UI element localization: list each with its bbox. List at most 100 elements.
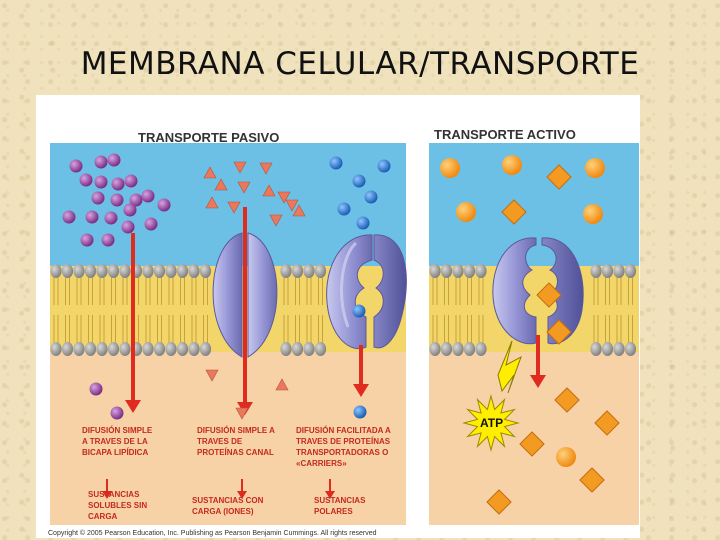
lipid-head — [463, 264, 476, 278]
active-transport-diamond — [546, 319, 572, 345]
arrows — [102, 207, 546, 499]
label-simple-diffusion-channel: DIFUSIÓN SIMPLE A TRAVES DE PROTEÍNAS CA… — [197, 426, 277, 457]
polar-molecule — [364, 190, 378, 204]
label-simple-diffusion-bilayer: DIFUSIÓN SIMPLE A TRAVES DE LA BICAPA LI… — [82, 426, 154, 457]
ion-molecule — [237, 181, 251, 194]
active-transport-diamond — [501, 199, 527, 225]
active-transport-diamond — [536, 282, 562, 308]
uncharged-solute-molecule — [129, 193, 143, 207]
lipid-head — [429, 342, 441, 356]
lipid-head — [84, 264, 97, 278]
uncharged-solute-molecule — [79, 173, 93, 187]
polar-molecule — [337, 202, 351, 216]
lipid-head — [176, 264, 189, 278]
lipid-head — [107, 342, 120, 356]
lipid-head — [199, 264, 212, 278]
polar-molecule — [352, 304, 366, 318]
ion-molecule — [205, 369, 219, 382]
ion-molecule — [269, 214, 283, 227]
ion-molecule — [259, 162, 273, 175]
slide-title: MEMBRANA CELULAR/TRANSPORTE — [80, 46, 640, 82]
uncharged-solute-molecule — [157, 198, 171, 212]
active-transport-sphere — [585, 158, 605, 178]
ion-molecule — [275, 378, 289, 391]
lipid-head — [84, 342, 97, 356]
lipid-head — [624, 342, 637, 356]
membrane-transport-diagram: TRANSPORTE PASIVO TRANSPORTE ACTIVO — [50, 127, 639, 525]
uncharged-solute-molecule — [124, 174, 138, 188]
lipid-head — [199, 342, 212, 356]
lipid-head — [613, 342, 625, 356]
uncharged-solute-molecule — [85, 210, 99, 224]
arrow-head — [530, 375, 546, 388]
lipid-head — [291, 264, 304, 278]
polar-molecule — [353, 405, 367, 419]
lipid-head — [188, 264, 200, 278]
lipid-head — [440, 342, 453, 356]
lipid-head — [96, 342, 108, 356]
lipid-head — [452, 264, 464, 278]
label-polar-substances: SUSTANCIAS POLARES — [314, 496, 368, 516]
polar-molecule — [356, 216, 370, 230]
lipid-head — [153, 342, 166, 356]
copyright-notice: Copyright © 2005 Pearson Education, Inc.… — [48, 530, 377, 537]
lipid-head — [291, 342, 304, 356]
lipid-head — [463, 342, 476, 356]
lipid-head — [119, 342, 131, 356]
arrow-head — [125, 400, 141, 413]
lipid-head — [165, 264, 177, 278]
lipid-head — [624, 264, 637, 278]
ion-molecule — [214, 178, 228, 191]
lipid-head — [613, 264, 625, 278]
uncharged-solute-molecule — [110, 406, 124, 420]
uncharged-solute-molecule — [104, 211, 118, 225]
active-transport-sphere — [456, 202, 476, 222]
lipid-head — [73, 342, 85, 356]
uncharged-solute-molecule — [123, 203, 137, 217]
atp-label: ATP — [480, 416, 503, 430]
active-transport-diamond — [486, 489, 512, 515]
active-transport-heading: TRANSPORTE ACTIVO — [434, 127, 576, 142]
polar-molecule — [352, 174, 366, 188]
lipid-head — [61, 342, 74, 356]
lipid-head — [107, 264, 120, 278]
channel-protein — [212, 232, 278, 358]
active-transport-diamond — [579, 467, 605, 493]
ion-molecule — [277, 191, 291, 204]
polar-molecule — [329, 156, 343, 170]
uncharged-solute-molecule — [80, 233, 94, 247]
molecules — [62, 153, 620, 515]
lipid-head — [590, 342, 602, 356]
ion-molecule — [285, 199, 299, 212]
lipid-head — [119, 264, 131, 278]
active-transport-diamond — [519, 431, 545, 457]
ion-molecule — [203, 166, 217, 179]
lipid-head — [73, 264, 85, 278]
lipid-head — [280, 342, 292, 356]
lipid-head — [280, 264, 292, 278]
atp-burst-icon — [462, 394, 520, 452]
label-charged-ions: SUSTANCIAS CON CARGA (IONES) — [192, 496, 266, 516]
lipid-head — [440, 264, 453, 278]
cytoplasm-passive — [50, 352, 406, 525]
lipid-head — [303, 264, 315, 278]
active-transport-sphere — [556, 447, 576, 467]
phospholipid-heads-passive — [50, 264, 327, 356]
atp-energy: ATP — [462, 340, 522, 452]
lipid-head — [165, 342, 177, 356]
ion-molecule — [233, 161, 247, 174]
uncharged-solute-molecule — [89, 382, 103, 396]
ion-molecule — [227, 201, 241, 214]
lightning-bolt-icon — [497, 340, 522, 394]
active-transport-diamond — [546, 164, 572, 190]
ion-molecule — [205, 196, 219, 209]
lipid-head — [50, 264, 62, 278]
uncharged-solute-molecule — [62, 210, 76, 224]
active-transport-sphere — [502, 155, 522, 175]
active-transport-diamond — [594, 410, 620, 436]
ion-molecule — [235, 407, 249, 420]
lipid-head — [475, 342, 487, 356]
label-facilitated-diffusion: DIFUSIÓN FACILITADA A TRAVES DE PROTEÍNA… — [296, 426, 393, 468]
uncharged-solute-molecule — [94, 155, 108, 169]
active-transport-diamond — [554, 387, 580, 413]
